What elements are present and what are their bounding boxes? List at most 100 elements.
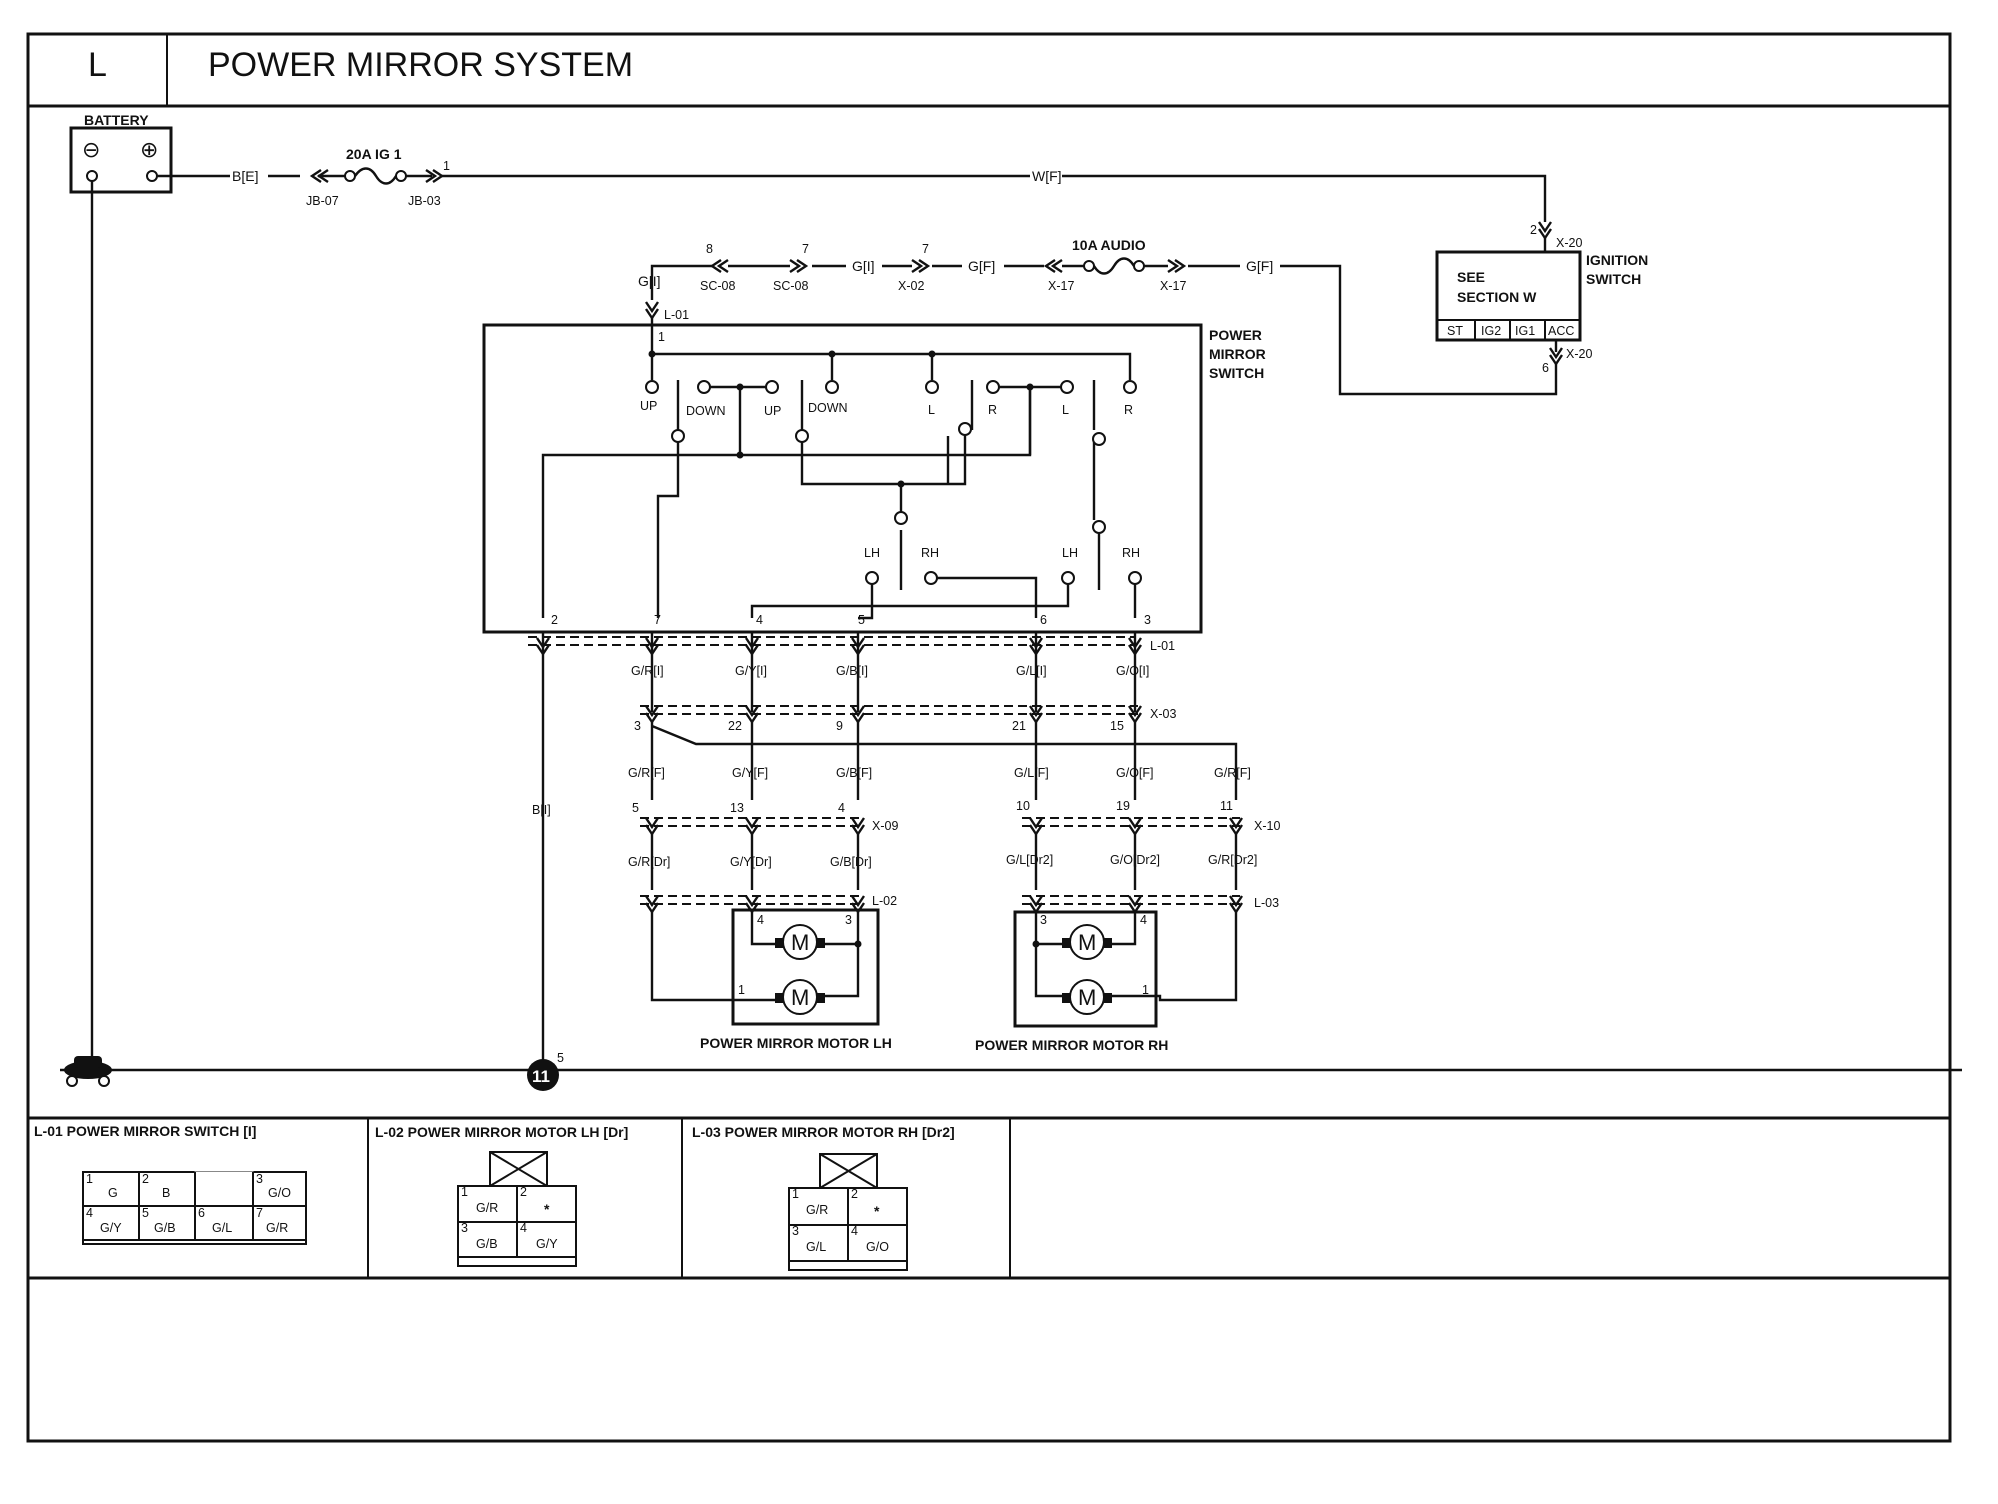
svg-text:G/O[F]: G/O[F] xyxy=(1116,766,1154,780)
svg-text:X-20: X-20 xyxy=(1566,347,1592,361)
svg-text:G/O: G/O xyxy=(866,1240,889,1254)
connector-x03-row: X-03 3 22 9 21 15 G/R[F] G/Y[F] G/B[F] G… xyxy=(628,704,1251,800)
wire-label-bi: B[I] xyxy=(532,803,551,817)
svg-text:3: 3 xyxy=(256,1172,263,1186)
svg-text:L: L xyxy=(1062,403,1069,417)
svg-text:B: B xyxy=(162,1186,170,1200)
svg-text:6: 6 xyxy=(198,1206,205,1220)
svg-text:IG1: IG1 xyxy=(1515,324,1535,338)
svg-text:9: 9 xyxy=(836,719,843,733)
svg-text:7: 7 xyxy=(922,242,929,256)
svg-text:SC-08: SC-08 xyxy=(773,279,808,293)
battery: BATTERY ⊖ ⊕ xyxy=(69,112,173,194)
svg-text:SWITCH: SWITCH xyxy=(1209,365,1264,381)
svg-text:21: 21 xyxy=(1012,719,1026,733)
svg-text:4: 4 xyxy=(520,1221,527,1235)
svg-text:G/R[Dr2]: G/R[Dr2] xyxy=(1208,853,1257,867)
power-mirror-switch-label: POWER xyxy=(1209,327,1262,343)
ignition-switch: 2 X-20 SEE SECTION W ST IG2 IG1 ACC IGNI… xyxy=(1280,220,1648,396)
svg-text:G/B: G/B xyxy=(476,1237,498,1251)
svg-text:1: 1 xyxy=(738,983,745,997)
svg-text:1: 1 xyxy=(461,1185,468,1199)
svg-text:MIRROR: MIRROR xyxy=(1209,346,1266,362)
svg-text:ST: ST xyxy=(1447,324,1463,338)
connector-view-l01: L-01 POWER MIRROR SWITCH [I] 1 G 2 B 3 G… xyxy=(34,1123,307,1245)
svg-text:M: M xyxy=(791,985,809,1010)
svg-text:G/R[Dr]: G/R[Dr] xyxy=(628,855,670,869)
svg-text:X-17: X-17 xyxy=(1048,279,1074,293)
chassis-ground-icon xyxy=(64,1056,112,1087)
svg-text:2: 2 xyxy=(520,1185,527,1199)
conn-jb03: JB-03 xyxy=(408,194,441,208)
svg-text:IG2: IG2 xyxy=(1481,324,1501,338)
svg-text:LH: LH xyxy=(864,546,880,560)
connector-view-l02: L-02 POWER MIRROR MOTOR LH [Dr] 1 G/R 2 … xyxy=(375,1124,628,1267)
svg-text:M: M xyxy=(1078,985,1096,1010)
svg-text:UP: UP xyxy=(640,399,657,413)
svg-text:1: 1 xyxy=(792,1187,799,1201)
svg-text:G/B: G/B xyxy=(154,1221,176,1235)
svg-text:11: 11 xyxy=(532,1067,550,1086)
svg-text:G/Y[I]: G/Y[I] xyxy=(735,664,767,678)
svg-text:*: * xyxy=(544,1201,550,1217)
svg-text:L-01: L-01 xyxy=(1150,639,1175,653)
svg-text:G/L[Dr2]: G/L[Dr2] xyxy=(1006,853,1053,867)
svg-text:L-01 POWER MIRROR SWITCH [I]: L-01 POWER MIRROR SWITCH [I] xyxy=(34,1123,256,1139)
svg-text:M: M xyxy=(791,930,809,955)
svg-text:X-17: X-17 xyxy=(1160,279,1186,293)
svg-text:X-09: X-09 xyxy=(872,819,898,833)
page-title: POWER MIRROR SYSTEM xyxy=(208,46,633,84)
svg-text:5: 5 xyxy=(557,1051,564,1065)
svg-text:LH: LH xyxy=(1062,546,1078,560)
wire-label-gi-top: G[I] xyxy=(852,258,875,274)
svg-text:7: 7 xyxy=(654,613,661,627)
battery-negative-icon: ⊖ xyxy=(82,137,100,162)
svg-text:2: 2 xyxy=(551,613,558,627)
svg-text:5: 5 xyxy=(142,1206,149,1220)
connector-view-l03: L-03 POWER MIRROR MOTOR RH [Dr2] 1 G/R 2… xyxy=(692,1124,955,1271)
svg-text:G/O[I]: G/O[I] xyxy=(1116,664,1149,678)
page-frame xyxy=(26,32,1952,1443)
svg-text:4: 4 xyxy=(86,1206,93,1220)
wire-label-wf: W[F] xyxy=(1032,168,1062,184)
svg-text:2: 2 xyxy=(1530,223,1537,237)
svg-text:3: 3 xyxy=(1040,913,1047,927)
svg-text:L-02 POWER MIRROR MOTOR LH [Dr: L-02 POWER MIRROR MOTOR LH [Dr] xyxy=(375,1124,628,1140)
svg-text:5: 5 xyxy=(632,801,639,815)
svg-text:SECTION W: SECTION W xyxy=(1457,289,1537,305)
wire-label-gf-mid: G[F] xyxy=(968,258,995,274)
svg-text:8: 8 xyxy=(706,242,713,256)
battery-label: BATTERY xyxy=(84,112,149,128)
svg-text:G/O[Dr2]: G/O[Dr2] xyxy=(1110,853,1160,867)
svg-text:22: 22 xyxy=(728,719,742,733)
wire-label-be: B[E] xyxy=(232,168,258,184)
svg-text:4: 4 xyxy=(757,913,764,927)
ground-bus: 11 5 xyxy=(60,181,1962,1091)
svg-text:RH: RH xyxy=(1122,546,1140,560)
svg-text:G/Y: G/Y xyxy=(536,1237,558,1251)
connector-l02-l03-row: L-02 L-03 xyxy=(640,894,1279,914)
svg-text:SC-08: SC-08 xyxy=(700,279,735,293)
svg-text:4: 4 xyxy=(838,801,845,815)
svg-text:G/R[F]: G/R[F] xyxy=(1214,766,1251,780)
svg-text:L-03: L-03 xyxy=(1254,896,1279,910)
svg-text:*: * xyxy=(874,1203,880,1219)
fuse-20a-label: 20A IG 1 xyxy=(346,146,402,162)
power-mirror-motor-lh: POWER MIRROR MOTOR LH M M 4 3 1 xyxy=(650,908,892,1051)
svg-text:6: 6 xyxy=(1542,361,1549,375)
motor-rh-label: POWER MIRROR MOTOR RH xyxy=(975,1037,1168,1053)
svg-text:L-02: L-02 xyxy=(872,894,897,908)
svg-text:2: 2 xyxy=(851,1187,858,1201)
svg-text:DOWN: DOWN xyxy=(686,404,726,418)
svg-text:G/B[F]: G/B[F] xyxy=(836,766,872,780)
svg-text:3: 3 xyxy=(845,913,852,927)
svg-text:G/R: G/R xyxy=(266,1221,288,1235)
svg-text:1: 1 xyxy=(658,330,665,344)
svg-text:R: R xyxy=(1124,403,1133,417)
svg-text:1: 1 xyxy=(86,1172,93,1186)
svg-text:1: 1 xyxy=(1142,983,1149,997)
svg-text:13: 13 xyxy=(730,801,744,815)
svg-text:SEE: SEE xyxy=(1457,269,1485,285)
svg-text:4: 4 xyxy=(756,613,763,627)
